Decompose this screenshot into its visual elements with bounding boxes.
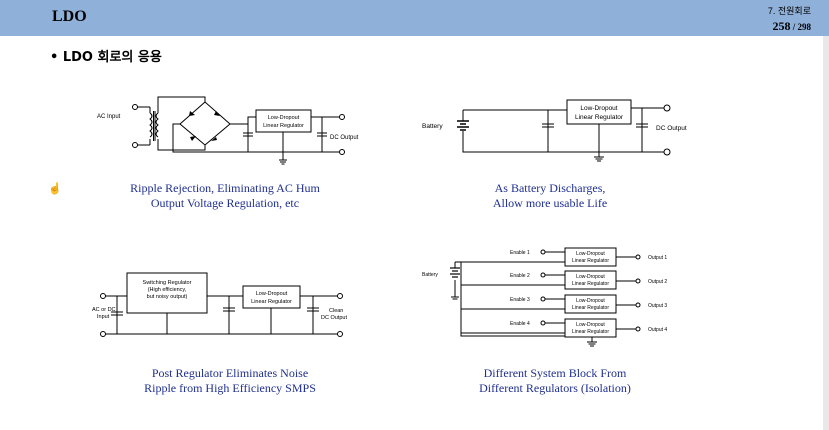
section-heading: • LDO 회로의 응용	[50, 50, 162, 65]
caption-line: As Battery Discharges,	[494, 181, 606, 195]
page-total: / 298	[790, 22, 811, 32]
chapter-label: 7. 전원회로	[767, 6, 811, 16]
caption-line: Output Voltage Regulation, etc	[150, 196, 300, 210]
d4-output-1: Output 1	[648, 255, 667, 261]
caption-line: Ripple Rejection, Eliminating AC Hum	[130, 181, 320, 195]
d4-block3-line1: Low-Dropout	[576, 298, 605, 304]
page-number: 258 / 298	[772, 19, 811, 34]
d3-block2-line1: Low-Dropout	[256, 291, 288, 297]
d2-output-label: DC Output	[656, 125, 687, 132]
d1-block-line2: Linear Regulator	[263, 123, 304, 129]
slide-header: LDO 7. 전원회로 258 / 298	[0, 0, 829, 36]
d3-block2-line2: Linear Regulator	[251, 299, 292, 305]
d3-output-line1: Clean	[329, 308, 343, 314]
d2-block-line2: Linear Regulator	[575, 114, 624, 121]
d4-enable-3: Enable 3	[510, 297, 530, 303]
caption-line: Post Regulator Eliminates Noise	[151, 366, 309, 380]
caption-line: Different System Block From	[483, 366, 627, 380]
scrollbar[interactable]	[823, 36, 829, 430]
d4-enable-4: Enable 4	[510, 321, 530, 327]
d4-output-2: Output 2	[648, 279, 667, 285]
caption-isolation: Different System Block From Different Re…	[445, 366, 665, 396]
d4-block4-line2: Linear Regulator	[572, 329, 609, 335]
d1-block-line1: Low-Dropout	[268, 115, 300, 121]
diagram-ac-rectifier: AC Input Low-Dropout Linear Regulator DC…	[97, 96, 359, 165]
d4-block4-line1: Low-Dropout	[576, 322, 605, 328]
caption-line: Different Regulators (Isolation)	[479, 381, 631, 395]
d3-block1-line2: (High efficiency,	[148, 287, 187, 293]
d4-block2-line1: Low-Dropout	[576, 274, 605, 280]
d4-block2-line2: Linear Regulator	[572, 281, 609, 287]
d1-output-label: DC Output	[330, 135, 359, 141]
d4-enable-2: Enable 2	[510, 273, 530, 279]
diagram-multi-regulator: Battery Enable 1 Enable 2 Enable 3 Enabl…	[422, 247, 667, 347]
diagram-battery: Battery Low-Dropout Linear Regulator DC …	[422, 99, 687, 162]
d4-block1-line2: Linear Regulator	[572, 258, 609, 264]
d3-output-line2: DC Output	[321, 315, 347, 321]
caption-ripple-rejection: Ripple Rejection, Eliminating AC Hum Out…	[110, 181, 340, 211]
d4-block3-line2: Linear Regulator	[572, 305, 609, 311]
d4-input-label: Battery	[422, 272, 438, 278]
d4-output-3: Output 3	[648, 303, 667, 309]
d4-block1-line1: Low-Dropout	[576, 251, 605, 257]
d3-input-line2: Input	[97, 314, 110, 320]
caption-line: Allow more usable Life	[492, 196, 608, 210]
d3-block1-line3: but noisy output)	[147, 294, 188, 300]
d1-input-label: AC Input	[97, 114, 121, 120]
d3-input-line1: AC or DC	[92, 307, 116, 313]
caption-post-regulator: Post Regulator Eliminates Noise Ripple f…	[120, 366, 340, 396]
caption-battery-discharge: As Battery Discharges, Allow more usable…	[440, 181, 660, 211]
page-current: 258	[772, 19, 791, 33]
d2-input-label: Battery	[422, 123, 443, 130]
hand-cursor-icon: ☝	[48, 183, 62, 195]
d4-output-4: Output 4	[648, 327, 667, 333]
diagram-post-regulator: AC or DC Input Switching Regulator (High…	[92, 272, 347, 337]
d4-enable-1: Enable 1	[510, 250, 530, 256]
d2-block-line1: Low-Dropout	[580, 105, 617, 112]
caption-line: Ripple from High Efficiency SMPS	[144, 381, 316, 395]
slide-title: LDO	[52, 8, 87, 25]
d3-block1-line1: Switching Regulator	[143, 280, 192, 286]
